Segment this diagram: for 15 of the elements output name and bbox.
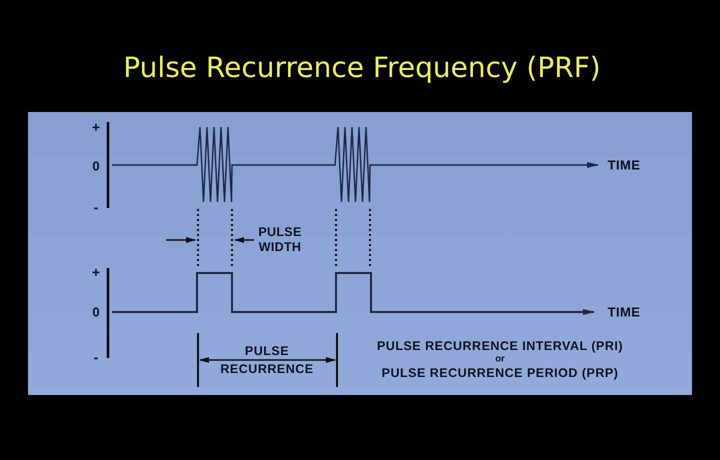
slide-title: Pulse Recurrence Frequency (PRF) — [123, 52, 601, 84]
annotation-text: or — [495, 354, 505, 364]
axis-tick-label: + — [92, 120, 100, 134]
axis-tick-label: + — [92, 265, 100, 279]
annotation-text: PULSE RECURRENCE PERIOD (PRP) — [382, 366, 618, 380]
dimension-label: PULSE WIDTH — [257, 225, 303, 255]
axis-tick-label: - — [94, 200, 98, 214]
axis-tick-label: 0 — [92, 306, 100, 318]
axis-title: TIME — [608, 306, 640, 318]
axis-title: TIME — [608, 158, 640, 172]
axis-tick-label: 0 — [92, 160, 100, 172]
axis-tick-label: - — [94, 350, 98, 364]
dimension-label: RECURRENCE — [220, 362, 314, 376]
dimension-label: PULSE — [244, 344, 290, 358]
annotation-text: PULSE RECURRENCE INTERVAL (PRI) — [376, 340, 624, 352]
